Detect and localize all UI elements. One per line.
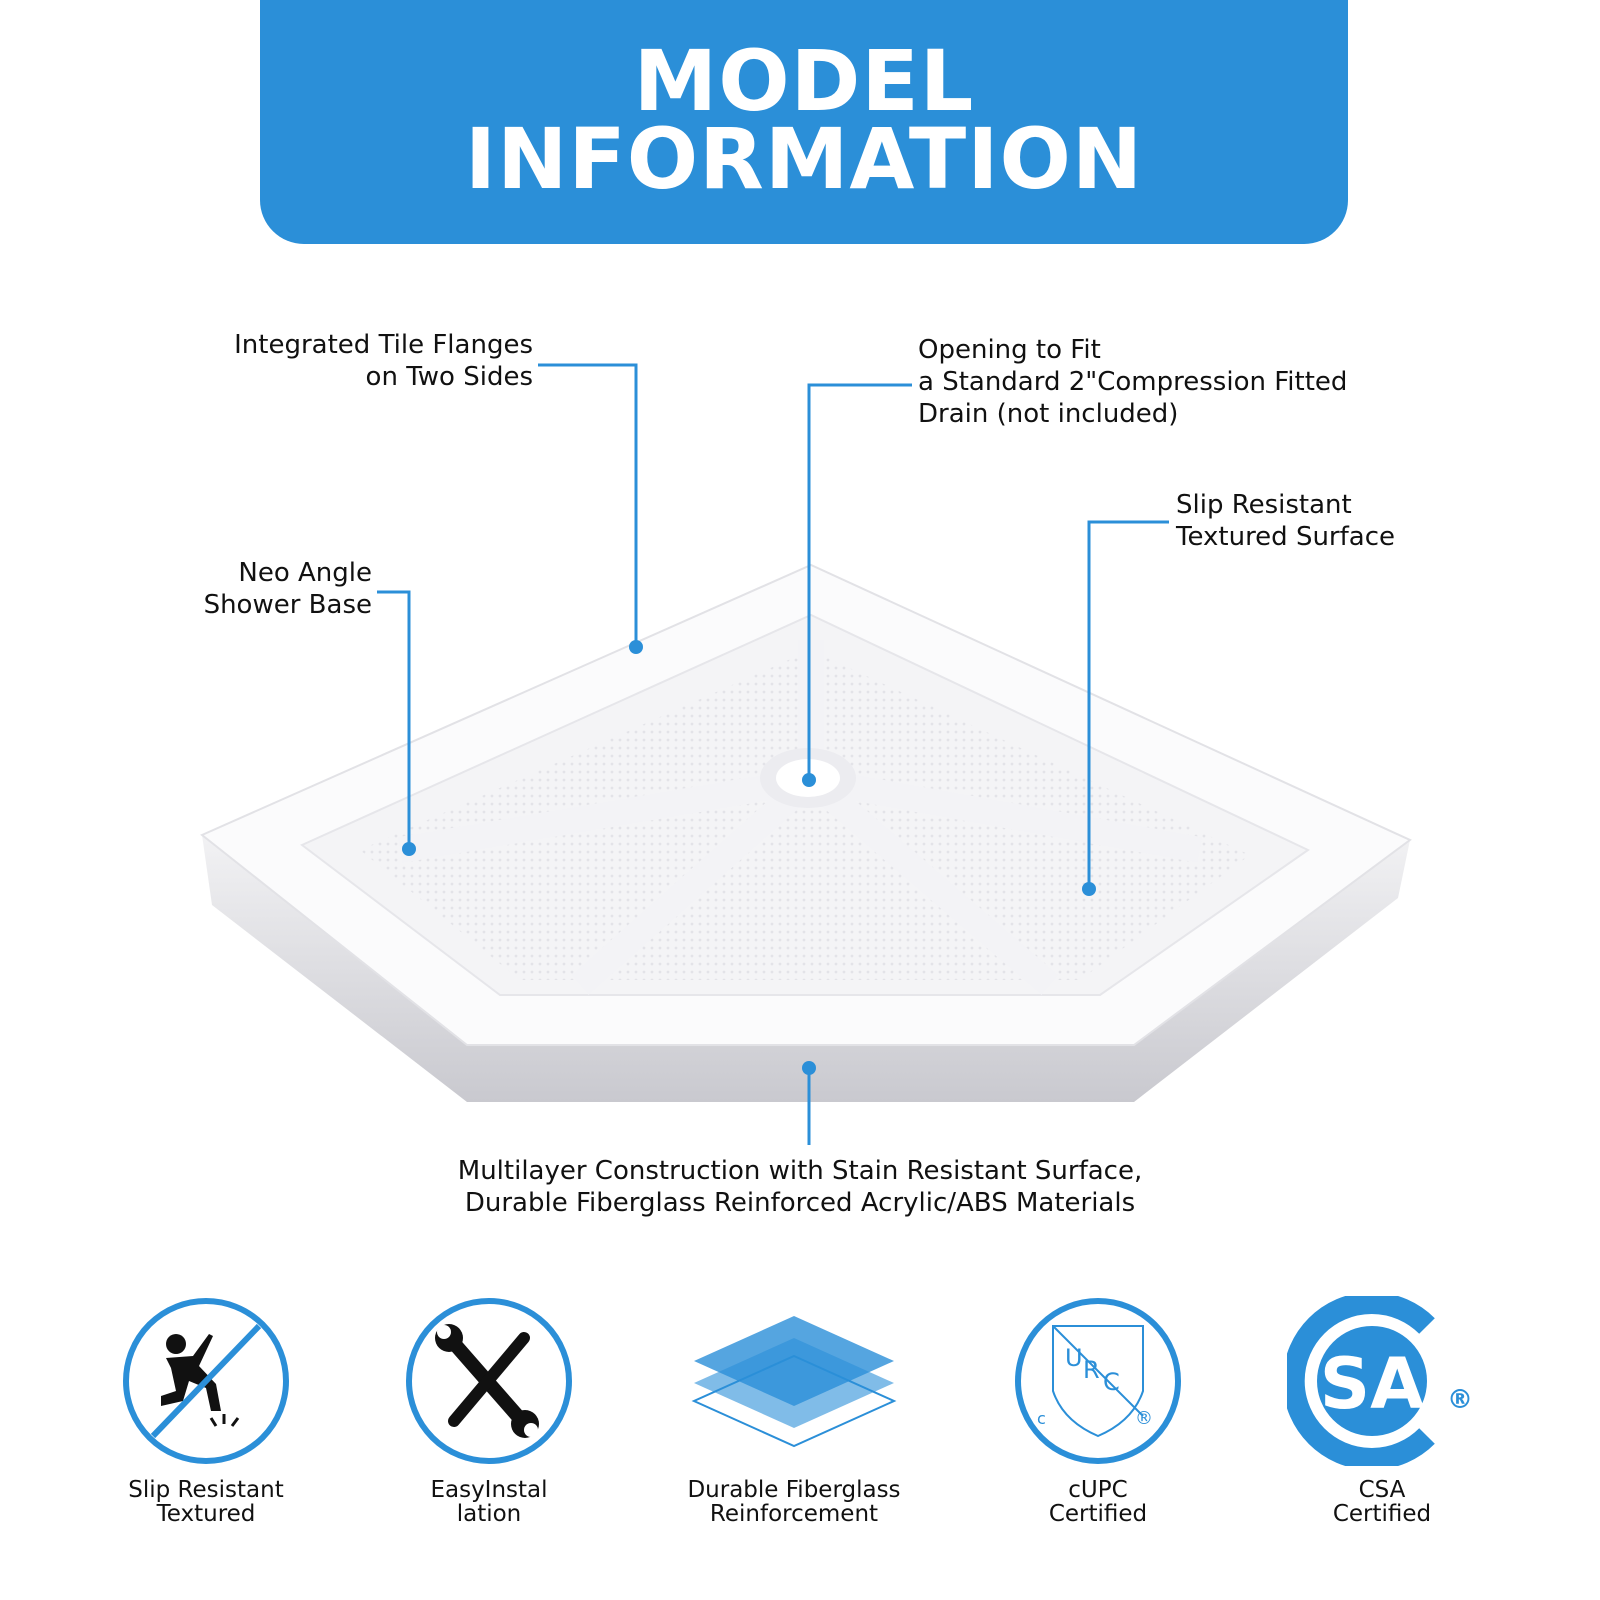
title-line-2: INFORMATION xyxy=(464,110,1144,208)
feature-caption: Durable Fiberglass xyxy=(687,1477,901,1503)
feature-caption: lation xyxy=(456,1501,522,1527)
feature-caption: Certified xyxy=(1048,1501,1148,1527)
feature-caption: Slip Resistant xyxy=(128,1477,284,1503)
callout-text: Shower Base xyxy=(203,590,372,620)
cupc-icon: U R C c ® xyxy=(1015,1298,1181,1464)
title-banner: MODEL INFORMATION xyxy=(260,0,1348,244)
callout-text: Textured Surface xyxy=(1176,522,1395,552)
callout-neo-angle: Neo Angle Shower Base xyxy=(204,557,372,621)
svg-text:U: U xyxy=(1065,1344,1083,1372)
callout-tile-flanges: Integrated Tile Flanges on Two Sides xyxy=(234,329,533,393)
feature-caption: Reinforcement xyxy=(709,1501,879,1527)
feature-caption: cUPC xyxy=(1068,1477,1128,1503)
no-slip-icon xyxy=(123,1298,289,1464)
svg-text:R: R xyxy=(1083,1356,1100,1384)
svg-text:®: ® xyxy=(1135,1408,1153,1429)
svg-text:SA: SA xyxy=(1320,1343,1425,1425)
callout-text: Neo Angle xyxy=(238,558,372,588)
title-line-1: MODEL xyxy=(633,32,975,130)
callout-text: a Standard 2"Compression Fitted xyxy=(918,367,1348,397)
callout-text: Slip Resistant xyxy=(1176,490,1352,520)
tools-icon xyxy=(406,1298,572,1464)
callout-text: Drain (not included) xyxy=(918,399,1179,429)
svg-text:®: ® xyxy=(1447,1385,1473,1415)
svg-text:c: c xyxy=(1037,1409,1046,1428)
callout-text: Integrated Tile Flanges xyxy=(234,330,533,360)
svg-text:C: C xyxy=(1103,1368,1120,1396)
feature-caption: Certified xyxy=(1332,1501,1432,1527)
callout-multilayer: Multilayer Construction with Stain Resis… xyxy=(0,1155,1600,1219)
callout-text: on Two Sides xyxy=(365,362,533,392)
layers-icon xyxy=(691,1316,897,1448)
callout-text: Opening to Fit xyxy=(918,335,1101,365)
callout-text: Multilayer Construction with Stain Resis… xyxy=(457,1156,1143,1186)
callout-drain-opening: Opening to Fit a Standard 2"Compression … xyxy=(918,334,1347,430)
csa-icon: SA ® xyxy=(1282,1292,1473,1470)
callout-slip-resistant: Slip Resistant Textured Surface xyxy=(1176,489,1395,553)
callout-text: Durable Fiberglass Reinforced Acrylic/AB… xyxy=(464,1188,1136,1218)
feature-caption: CSA xyxy=(1358,1477,1406,1503)
feature-caption: EasyInstal xyxy=(430,1477,548,1503)
feature-caption: Textured xyxy=(156,1501,256,1527)
page-title: MODEL INFORMATION xyxy=(260,32,1348,208)
